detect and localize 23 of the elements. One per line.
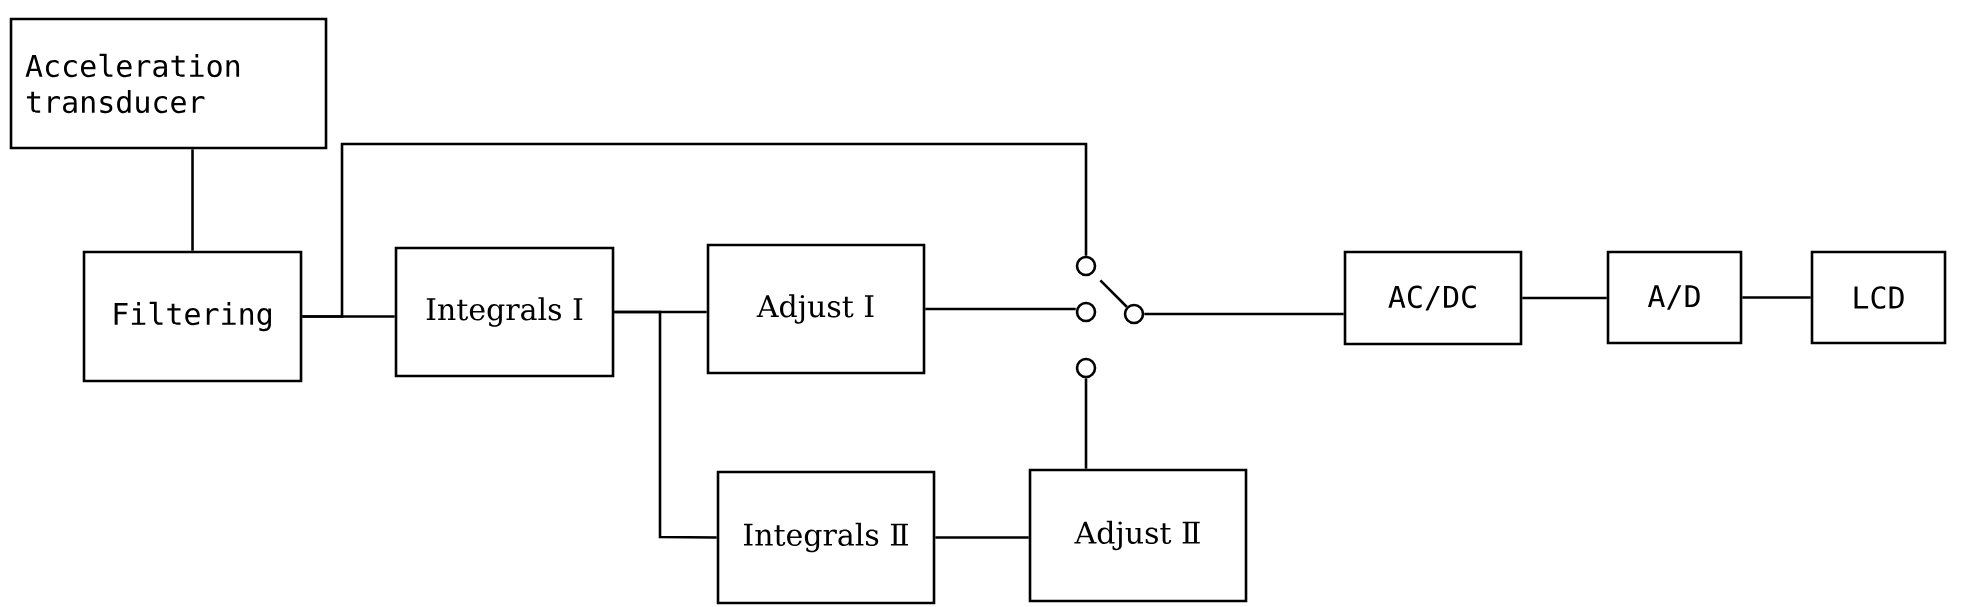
process-box: A/D [1606,250,1743,345]
process-box: LCD [1810,250,1947,345]
connector-line [302,142,1088,318]
connector-line [1742,296,1811,299]
connector-line [935,536,1029,539]
transducer-box: Acceleration transducer [9,17,328,150]
switch-terminal [1075,255,1097,277]
connector-line [1084,378,1088,469]
process-box: Adjust Ⅱ [1028,468,1248,603]
switch-terminal [1075,357,1097,379]
process-box: Filtering [82,250,303,383]
process-box: AC/DC [1343,250,1523,346]
switch-terminal [1123,303,1145,325]
process-box: Adjust Ⅰ [706,243,926,375]
connector-line [925,307,1076,311]
switch-blade [1099,279,1128,308]
process-box: Integrals Ⅱ [716,470,936,605]
connector-line [1144,312,1344,316]
connector-line [614,310,717,539]
connector-line [191,149,194,251]
switch-terminal [1075,301,1097,323]
connector-line [1522,296,1607,300]
process-box: Integrals Ⅰ [394,246,615,378]
